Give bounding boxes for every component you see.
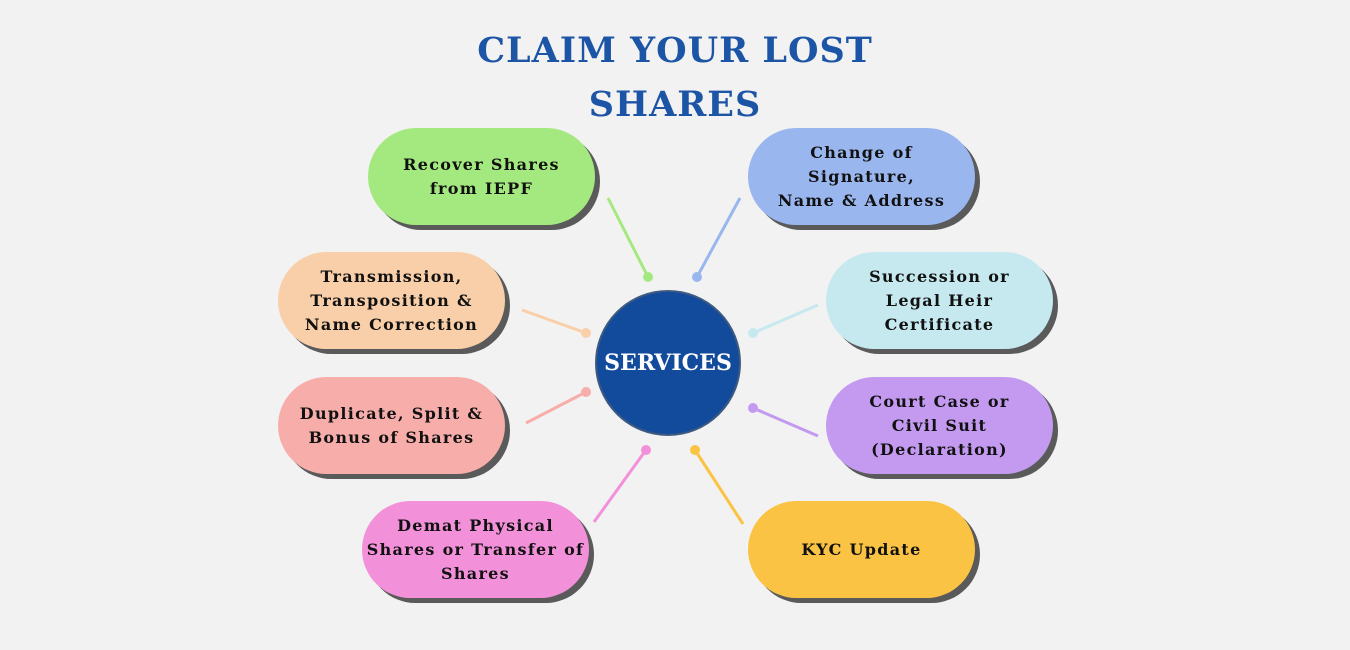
services-hub: SERVICES	[595, 290, 741, 436]
connector-dot	[748, 328, 758, 338]
connector-line	[606, 197, 650, 278]
service-duplicate-split: Duplicate, Split & Bonus of Shares	[278, 377, 505, 474]
connector-line	[695, 197, 742, 278]
connector-dot	[641, 445, 651, 455]
connector-dot	[690, 445, 700, 455]
connector-line	[752, 303, 819, 335]
connector-line	[752, 406, 819, 438]
service-demat: Demat Physical Shares or Transfer of Sha…	[362, 501, 589, 598]
service-recover-iepf: Recover Shares from IEPF	[368, 128, 595, 225]
service-court-case: Court Case or Civil Suit (Declaration)	[826, 377, 1053, 474]
connector-dot	[692, 272, 702, 282]
title-line-2: SHARES	[588, 84, 762, 125]
connector-dot	[748, 403, 758, 413]
title-line-1: CLAIM YOUR LOST	[477, 30, 873, 71]
page-title: CLAIM YOUR LOST SHARES	[0, 24, 1350, 132]
connector-line	[592, 449, 648, 523]
connector-line	[525, 390, 587, 425]
connector-dot	[581, 387, 591, 397]
service-succession: Succession or Legal Heir Certificate	[826, 252, 1053, 349]
connector-line	[521, 308, 587, 335]
connector-dot	[643, 272, 653, 282]
connector-dot	[581, 328, 591, 338]
service-transmission: Transmission, Transposition & Name Corre…	[278, 252, 505, 349]
service-kyc-update: KYC Update	[748, 501, 975, 598]
connector-line	[693, 449, 745, 525]
service-change-signature: Change of Signature, Name & Address	[748, 128, 975, 225]
